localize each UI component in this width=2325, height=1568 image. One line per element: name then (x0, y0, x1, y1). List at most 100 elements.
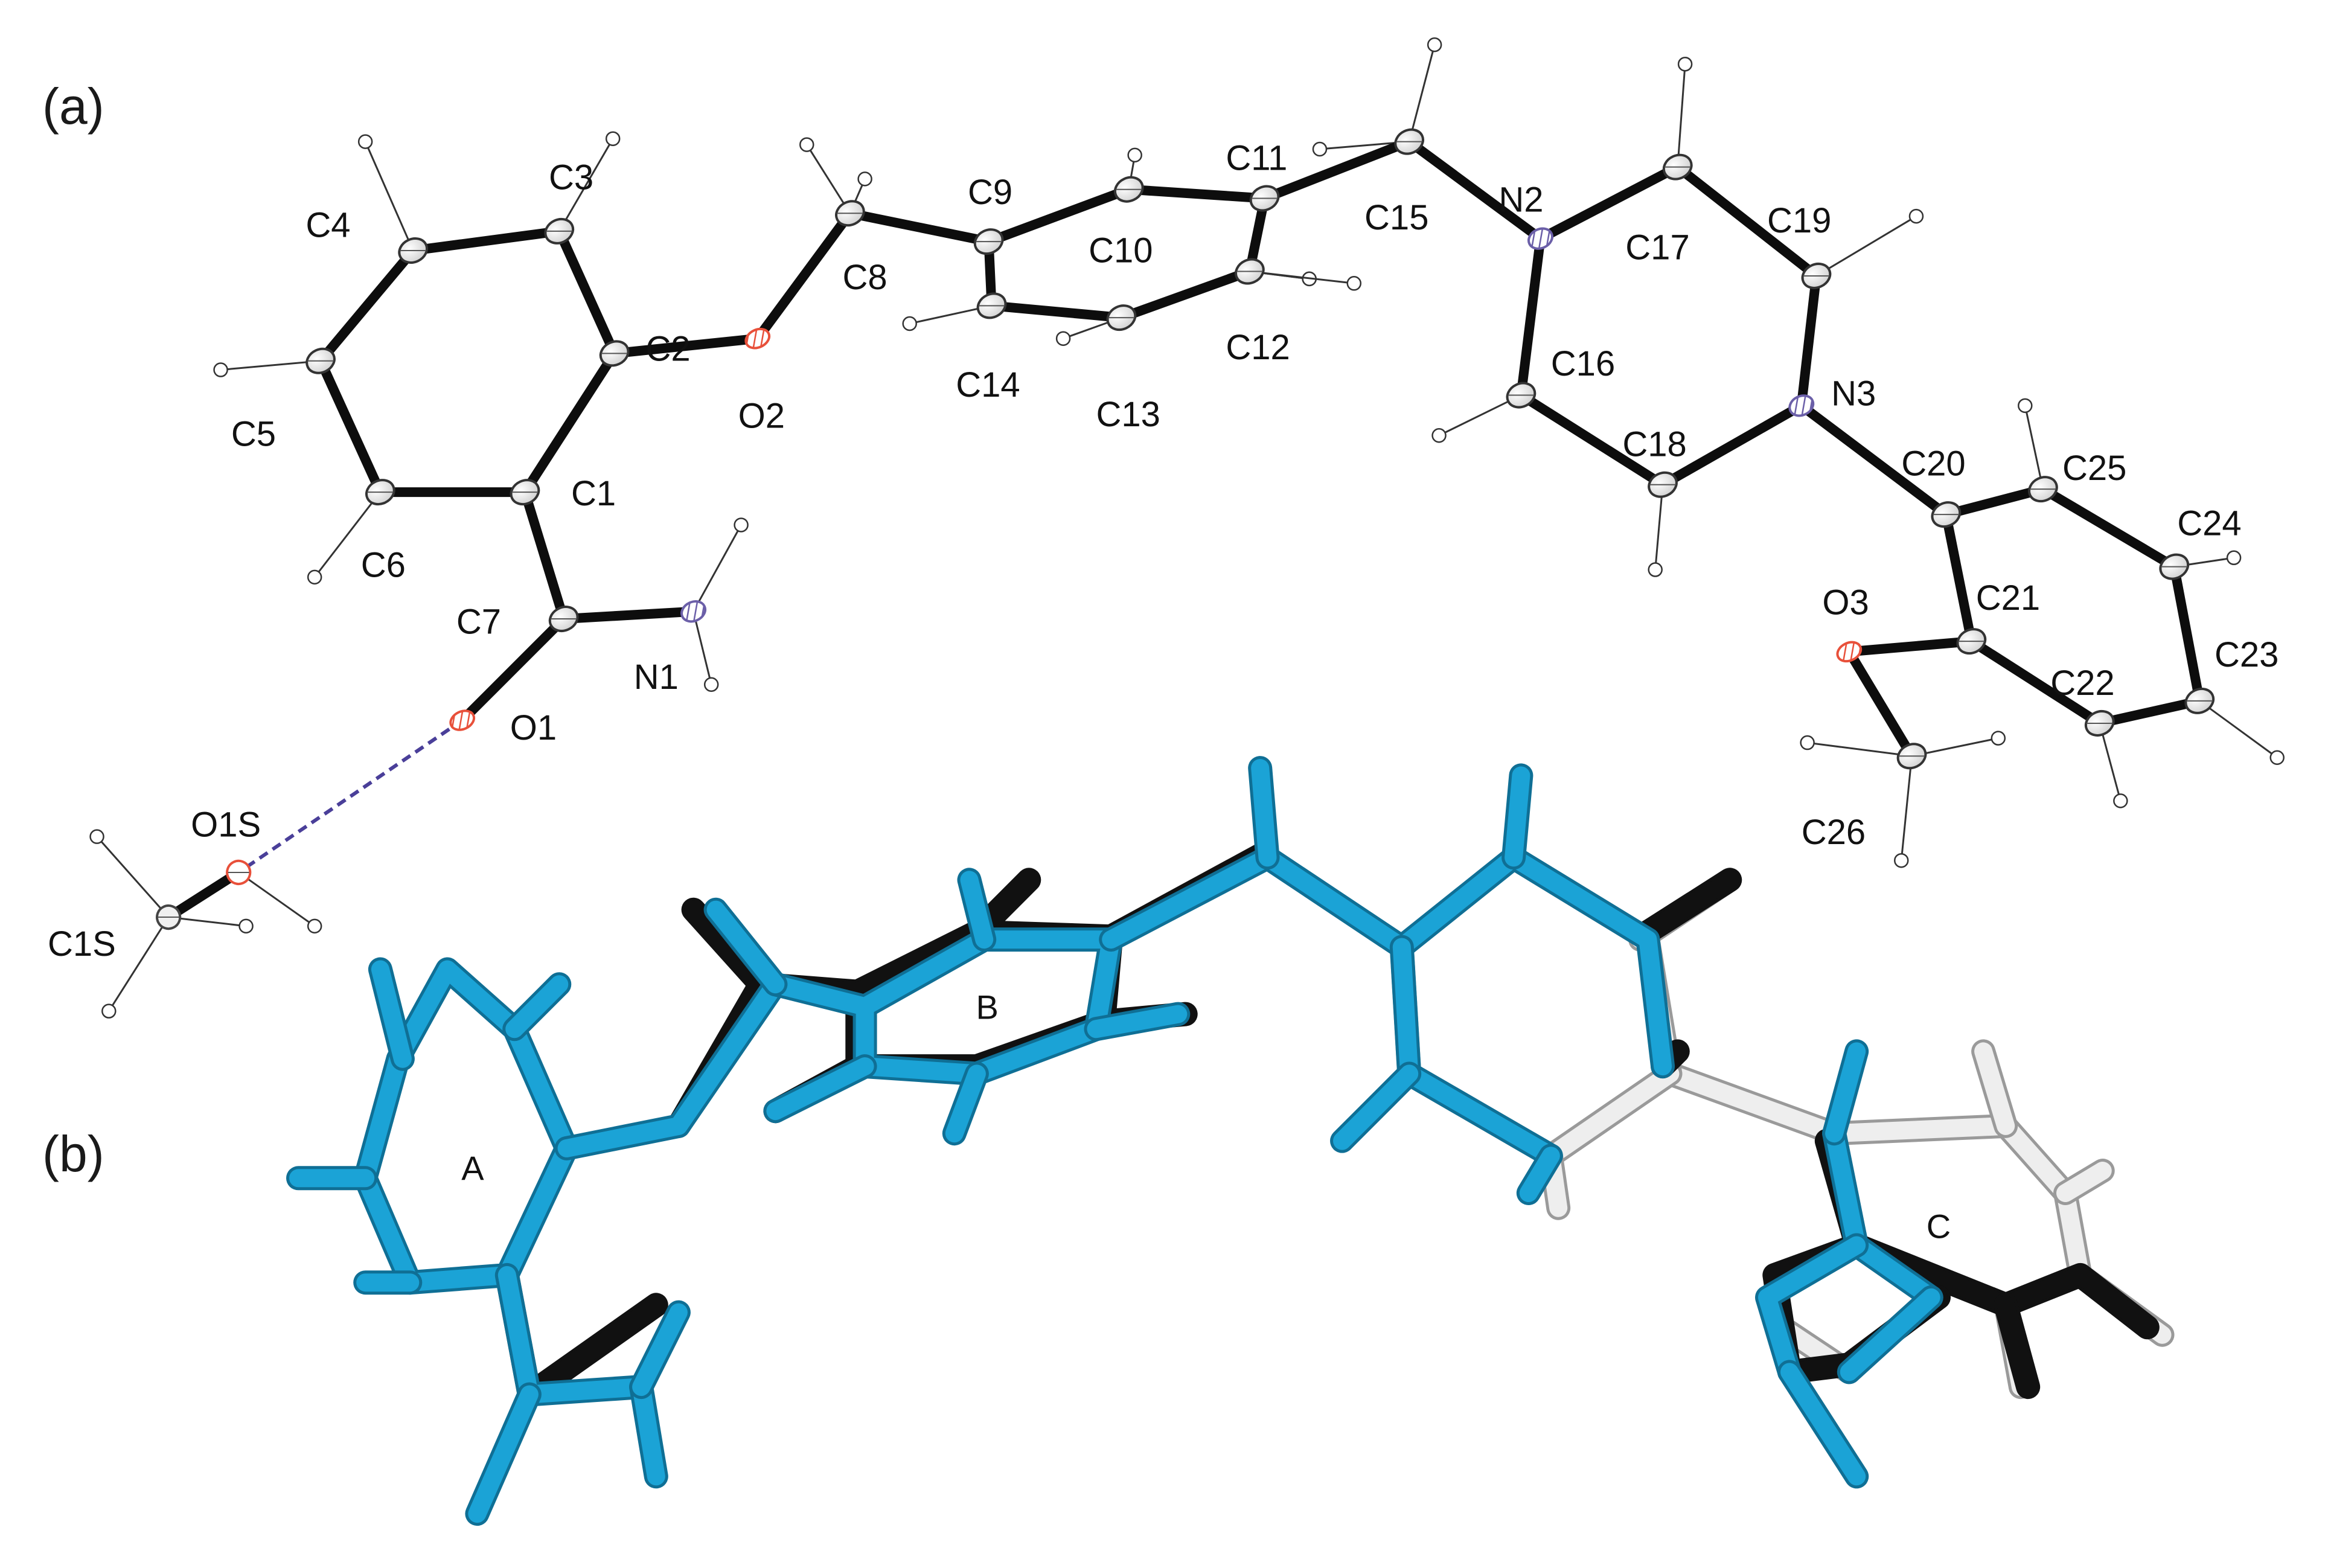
atom-label-c14: C14 (956, 365, 1020, 405)
atom-label-o1: O1 (510, 708, 557, 747)
overlay-blue-stick (706, 900, 785, 994)
atom-label-c7: C7 (456, 603, 501, 642)
overlay-blue-stick (1758, 1236, 1866, 1381)
atom-label-c21: C21 (1976, 578, 2040, 618)
hydrogen-atom (2269, 750, 2285, 766)
bond-c12-c13 (1116, 266, 1255, 323)
hydrogen-atom (1677, 56, 1693, 72)
overlay-white-stick (2056, 1162, 2112, 1202)
bond-c15-n2 (1404, 136, 1546, 244)
ring-labels: A B C (461, 988, 1951, 1245)
hydrogen-bond-stick (1408, 44, 1436, 142)
overlay-blue-stick (1333, 1064, 1419, 1150)
hydrogen-atom (1991, 731, 2006, 746)
overlay-blue-stick (1505, 766, 1530, 867)
hydrogen-atom (357, 134, 373, 149)
hydrogen-bond-stick (806, 144, 851, 214)
atom-label-c16: C16 (1551, 344, 1615, 383)
atom-label-c20: C20 (1901, 444, 1965, 484)
bond-c19-n3 (1796, 270, 1821, 411)
overlay-blue-stick (766, 1057, 874, 1121)
atom-o3 (1836, 641, 1863, 663)
atom-o2 (744, 327, 771, 350)
hydrogen-bond-stick (168, 916, 246, 927)
atom-label-c2: C2 (646, 330, 691, 369)
hydrogen-atom (799, 137, 814, 152)
bond-c4-c5 (316, 245, 418, 366)
hydrogen-bond-stick (558, 138, 614, 232)
hydrogen-atom (902, 316, 917, 331)
hydrogen-bond-stick (96, 836, 170, 918)
hydrogen-bond-dashed-line (237, 718, 464, 874)
bond-c9-c10 (983, 184, 1134, 247)
overlay-blue-stick (1087, 1005, 1188, 1038)
atom-label-c10: C10 (1089, 231, 1153, 270)
overlay-blue-stick (1840, 1288, 1940, 1381)
bond-c16-c18 (1516, 390, 1668, 490)
atom-label-c3: C3 (549, 158, 593, 197)
hydrogen-bond-stick (2199, 700, 2278, 758)
overlay-white-stick (1541, 1064, 1680, 1165)
overlay-blue-stick (1102, 848, 1672, 1076)
bond-c11-c15 (1259, 136, 1415, 203)
overlay-blue-stick (960, 871, 994, 949)
overlay-blue-stick (1780, 1363, 1866, 1486)
bond-c10-c11 (1124, 184, 1270, 203)
hydrogen-bond-stick (692, 611, 712, 685)
hydrogen-bond-stick (2099, 723, 2122, 801)
ring-label-c: C (1927, 1207, 1951, 1245)
atom-label-c13: C13 (1096, 395, 1160, 434)
bond-o3-c26 (1844, 647, 1917, 761)
atom-label-c8: C8 (843, 258, 887, 297)
hydrogen-atom (1894, 853, 1909, 868)
overlay-blue-stick (505, 975, 569, 1038)
overlay-blue-stick (1825, 1042, 1866, 1143)
overlay-blue-stick (945, 1064, 986, 1143)
ring-label-a: A (461, 1149, 484, 1187)
hydrogen-atom (89, 829, 104, 844)
atom-label-c1s: C1S (48, 924, 116, 964)
bond-o1s-c1s (164, 867, 244, 923)
ring-label-b: B (976, 988, 998, 1026)
hydrogen-atom (1431, 427, 1447, 443)
hydrogen-atom (1908, 208, 1924, 224)
hydrogen-atom (857, 171, 872, 187)
overlay-blue-stick (557, 975, 785, 1157)
hydrogen-atom (734, 517, 749, 533)
bond-o2-c8 (752, 208, 855, 344)
hydrogen-atom (2113, 793, 2128, 808)
bond-c2-o2 (609, 333, 763, 359)
atom-label-c24: C24 (2177, 504, 2241, 543)
hydrogen-atom (703, 677, 719, 692)
hydrogen-atom (1055, 331, 1071, 346)
atom-label-c17: C17 (1625, 228, 1689, 267)
overlay-blue-stick (632, 1378, 665, 1486)
overlay-white-conformer (1389, 845, 2175, 1489)
overlay-blue-stick-outline (1389, 935, 1563, 1168)
atom-labels: C1C2C3C4C5C6C7O1N1O2C8C9C10C11C12C13C14C… (48, 138, 2279, 964)
hydrogen-bond-stick (2024, 405, 2044, 490)
hydrogen-bond-stick (364, 141, 414, 251)
atom-label-n3: N3 (1831, 374, 1876, 414)
atoms (156, 128, 2215, 930)
bond-c7-o1 (457, 614, 569, 726)
bond-c21-c22 (1966, 636, 2105, 728)
bond-c2-c3 (554, 226, 619, 359)
overlay-blue-stick (1519, 1147, 1560, 1202)
hydrogen-bond-stick (1249, 270, 1354, 284)
atom-label-c1: C1 (571, 474, 616, 513)
atom-label-c23: C23 (2215, 635, 2279, 674)
atom-label-n2: N2 (1498, 181, 1543, 220)
atom-label-c19: C19 (1767, 201, 1831, 240)
hydrogen-bond-stick (238, 871, 316, 927)
atom-n2 (1527, 227, 1553, 250)
bond-n2-c17 (1535, 162, 1683, 244)
bond-c24-c25 (2038, 484, 2179, 572)
overlay-white-stick (1974, 1042, 2015, 1135)
bond-c22-c23 (2094, 696, 2205, 728)
hydrogen-bond-stick (1807, 741, 1912, 757)
atom-label-c18: C18 (1622, 425, 1686, 464)
hydrogen-atom (605, 131, 621, 146)
hydrogen-atom (2226, 550, 2242, 566)
